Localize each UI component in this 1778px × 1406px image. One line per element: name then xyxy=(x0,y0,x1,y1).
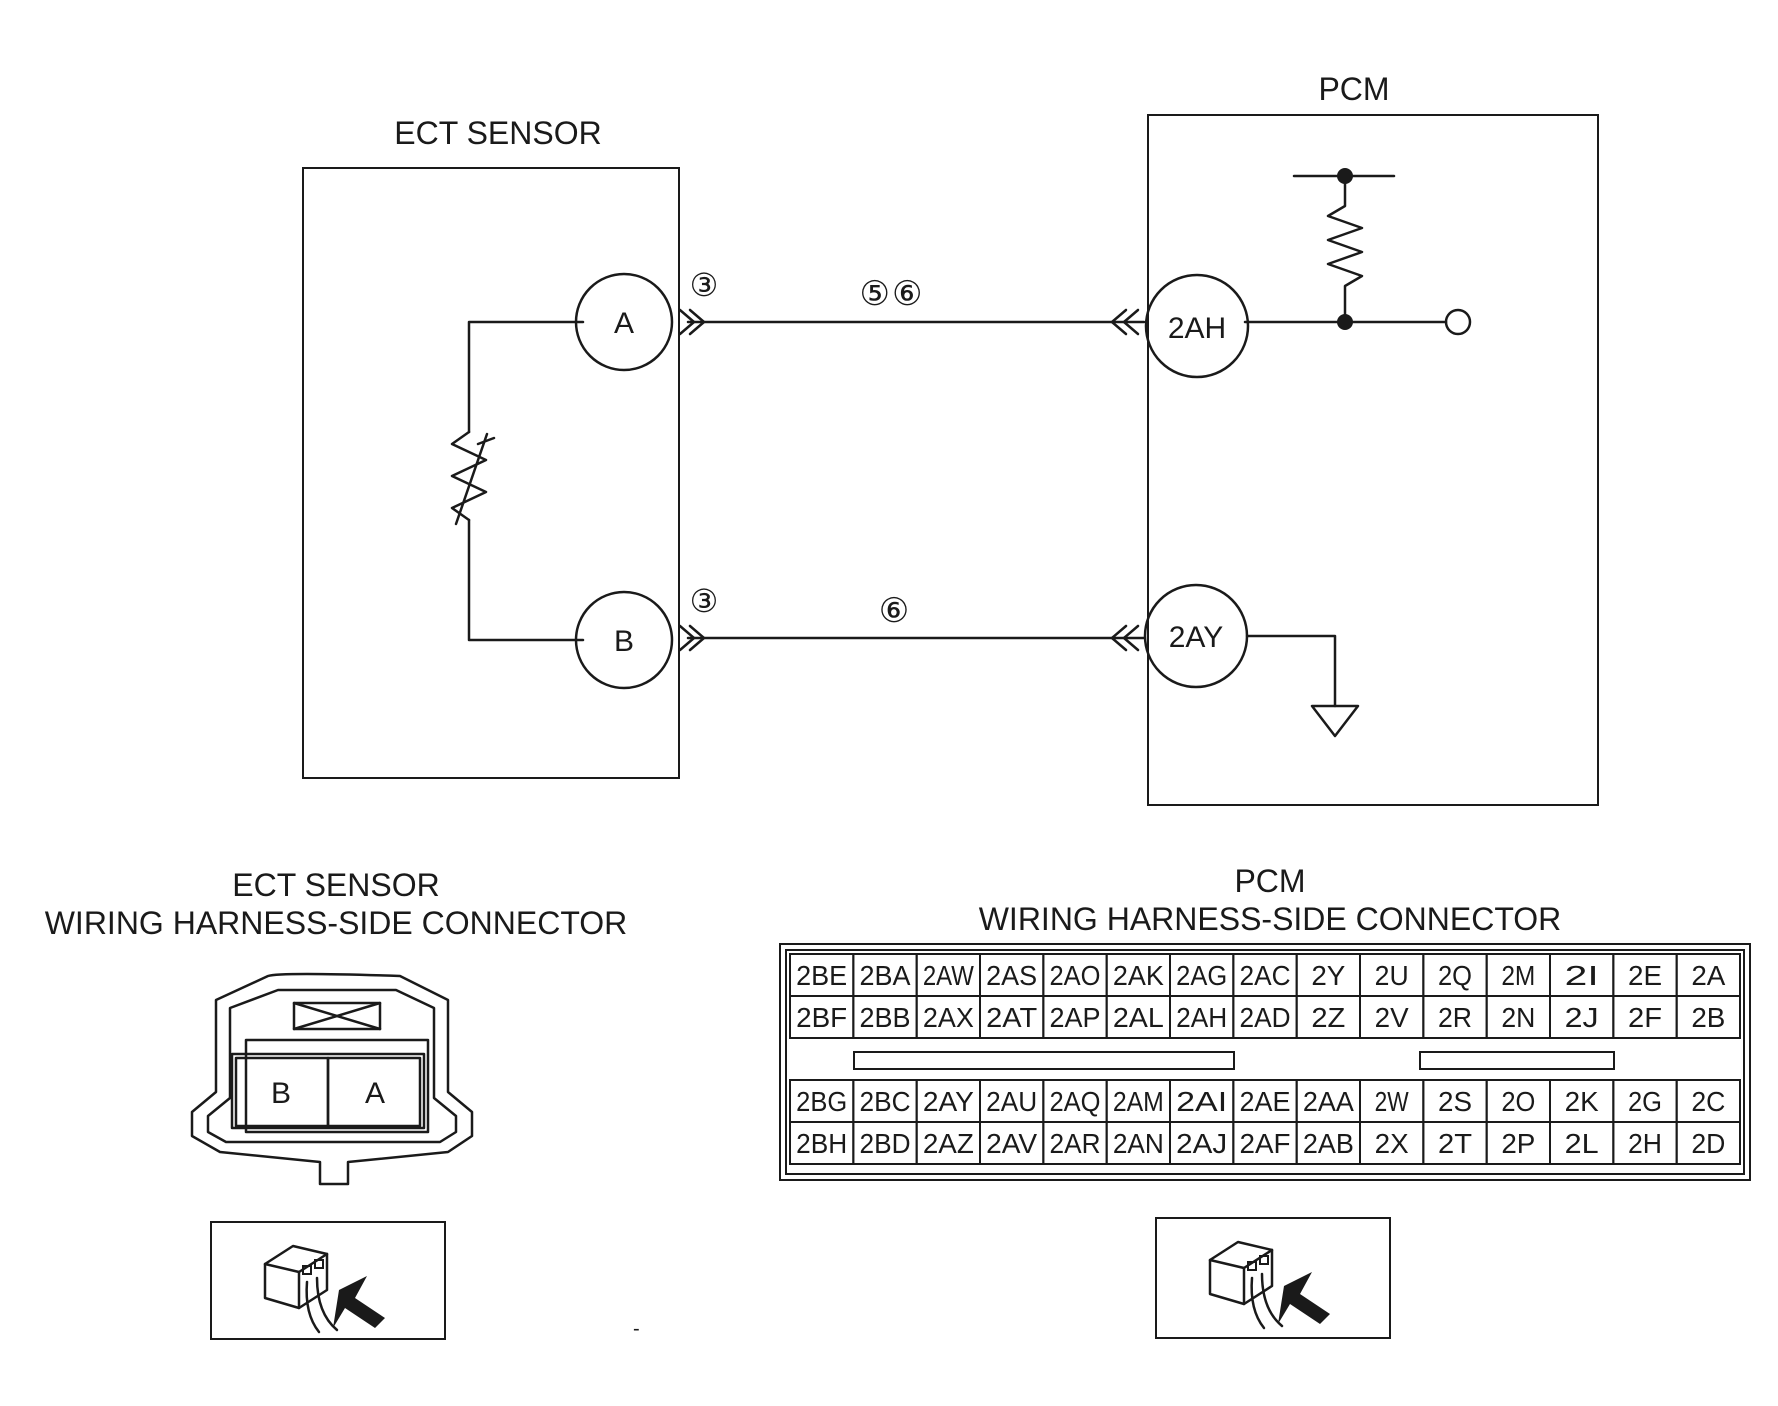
pcm-terminal-cell xyxy=(1675,1121,1741,1165)
pcm-terminal-label: 2G xyxy=(1628,1086,1662,1117)
pcm-terminal-label: 2AS xyxy=(986,960,1037,991)
ect-harness-side-view-icon xyxy=(210,1221,446,1340)
pcm-terminal-label: 2AM xyxy=(1113,1086,1164,1117)
pcm-terminal-label: 2AB xyxy=(1303,1128,1354,1159)
pcm-terminal-label: 2AF xyxy=(1240,1128,1291,1159)
pcm-terminal-label: 2W xyxy=(1375,1086,1409,1117)
pcm-terminal-label: 2S xyxy=(1438,1086,1472,1117)
ect-pin-b-ref: ③ xyxy=(690,583,719,619)
ect-sensor-title: ECT SENSOR xyxy=(394,115,601,151)
pcm-terminal-label: 2T xyxy=(1438,1128,1472,1159)
pcm-terminal-label: 2V xyxy=(1375,1002,1409,1033)
pcm-terminal-label: 2B xyxy=(1691,1002,1725,1033)
pcm-terminal-label: 2F xyxy=(1628,1002,1662,1033)
pcm-connector-lower-block: 2BG 2BC 2AY 2AU 2AQ 2AM 2AI 2AE 2AA 2W 2S 2O 2K 2G 2C 2… xyxy=(789,1079,1741,1165)
pcm-terminal-label: 2L xyxy=(1565,1128,1599,1159)
pcm-connector-face: 2BE 2BA 2AW 2AS 2AO 2AK 2AG 2AC 2Y 2U 2Q 2M 2I 2E 2A 2B… xyxy=(779,943,1751,1181)
stray-mark: - xyxy=(633,1318,640,1340)
ect-pin-b: B xyxy=(574,590,674,690)
pcm-box xyxy=(1147,114,1599,806)
wire-bottom xyxy=(678,624,1146,652)
pcm-terminal-label: 2AD xyxy=(1240,1002,1291,1033)
pcm-terminal-label: 2AA xyxy=(1303,1086,1354,1117)
pcm-connector-upper-block: 2BE 2BA 2AW 2AS 2AO 2AK 2AG 2AC 2Y 2U 2Q 2M 2I 2E 2A 2B… xyxy=(789,953,1741,1039)
pcm-terminal-label: 2D xyxy=(1691,1128,1725,1159)
pcm-terminal-label: 2BG xyxy=(796,1086,847,1117)
ect-pin-a-ref: ③ xyxy=(690,267,719,303)
pcm-connector-title-2: WIRING HARNESS-SIDE CONNECTOR xyxy=(979,901,1562,937)
pcm-terminal-label: 2K xyxy=(1565,1086,1599,1117)
ect-pin-a: A xyxy=(574,272,674,372)
pcm-terminal-label: 2AT xyxy=(986,1002,1037,1033)
ect-connector-cell-b: B xyxy=(271,1077,291,1110)
pcm-terminal-label: 2J xyxy=(1565,1002,1599,1033)
wire-top xyxy=(678,308,1146,336)
pcm-title: PCM xyxy=(1318,71,1389,107)
pcm-pin-2ay: 2AY xyxy=(1143,583,1249,689)
pcm-terminal-label: 2BC xyxy=(860,1086,911,1117)
ect-connector-face xyxy=(190,972,474,1186)
pcm-terminal-label: 2M xyxy=(1501,960,1535,991)
pcm-terminal-label: 2AX xyxy=(923,1002,974,1033)
wire-top-refs: ⑤⑥ xyxy=(860,275,925,313)
pcm-terminal-cell xyxy=(1675,995,1741,1039)
pcm-terminal-label: 2AU xyxy=(986,1086,1037,1117)
pcm-terminal-label: 2AC xyxy=(1240,960,1291,991)
pcm-terminal-label: 2Q xyxy=(1438,960,1472,991)
pcm-terminal-label: 2AL xyxy=(1113,1002,1164,1033)
pcm-terminal-label: 2H xyxy=(1628,1128,1662,1159)
pcm-terminal-label: 2U xyxy=(1375,960,1409,991)
ect-pin-b-label: B xyxy=(614,625,634,658)
pcm-terminal-label: 2AI xyxy=(1176,1086,1227,1117)
pcm-terminal-label: 2E xyxy=(1628,960,1662,991)
pcm-terminal-label: 2AR xyxy=(1050,1128,1101,1159)
wire-bottom-refs: ⑥ xyxy=(879,592,909,630)
pcm-terminal-label: 2O xyxy=(1501,1086,1535,1117)
pcm-terminal-label: 2BB xyxy=(860,1002,911,1033)
pcm-terminal-label: 2X xyxy=(1375,1128,1409,1159)
pcm-terminal-label: 2AK xyxy=(1113,960,1164,991)
pcm-terminal-label: 2AH xyxy=(1176,1002,1227,1033)
ect-sensor-box xyxy=(302,167,680,779)
ground-icon xyxy=(1245,634,1360,738)
pcm-terminal-label: 2Z xyxy=(1311,1002,1345,1033)
ect-pin-a-label: A xyxy=(614,307,634,340)
pcm-pin-2ay-label: 2AY xyxy=(1169,621,1223,654)
pcm-terminal-label: 2A xyxy=(1691,960,1725,991)
pcm-terminal-label: 2N xyxy=(1501,1002,1535,1033)
pcm-terminal-label: 2AQ xyxy=(1050,1086,1101,1117)
pcm-terminal-label: 2P xyxy=(1501,1128,1535,1159)
pcm-terminal-label: 2AE xyxy=(1240,1086,1291,1117)
pcm-pin-2ah: 2AH xyxy=(1144,273,1250,379)
pcm-terminal-label: 2I xyxy=(1565,960,1599,991)
pcm-connector-title-1: PCM xyxy=(1234,863,1305,899)
pcm-terminal-label: 2AV xyxy=(986,1128,1037,1159)
pcm-terminal-label: 2AG xyxy=(1176,960,1227,991)
ect-connector-title-2: WIRING HARNESS-SIDE CONNECTOR xyxy=(45,905,628,941)
pcm-terminal-label: 2AO xyxy=(1050,960,1101,991)
thermistor-circuit xyxy=(450,320,585,642)
pcm-terminal-label: 2AZ xyxy=(923,1128,974,1159)
ect-connector-cell-a: A xyxy=(365,1077,385,1110)
pcm-terminal-label: 2BF xyxy=(796,1002,847,1033)
pcm-terminal-label: 2AN xyxy=(1113,1128,1164,1159)
ect-connector-title-1: ECT SENSOR xyxy=(232,867,439,903)
pcm-terminal-label: 2BE xyxy=(796,960,847,991)
pcm-terminal-label: 2AW xyxy=(923,960,974,991)
pcm-terminal-label: 2AP xyxy=(1050,1002,1101,1033)
pcm-terminal-label: 2AJ xyxy=(1176,1128,1227,1159)
pcm-terminal-label: 2BD xyxy=(860,1128,911,1159)
pcm-terminal-label: 2R xyxy=(1438,1002,1472,1033)
pcm-terminal-label: 2AY xyxy=(923,1086,974,1117)
pcm-pin-2ah-label: 2AH xyxy=(1168,312,1226,345)
pull-up-resistor xyxy=(1243,168,1472,336)
pcm-terminal-label: 2BA xyxy=(860,960,911,991)
pcm-terminal-label: 2C xyxy=(1691,1086,1725,1117)
pcm-terminal-label: 2BH xyxy=(796,1128,847,1159)
pcm-terminal-label: 2Y xyxy=(1311,960,1345,991)
pcm-harness-side-view-icon xyxy=(1155,1217,1391,1339)
